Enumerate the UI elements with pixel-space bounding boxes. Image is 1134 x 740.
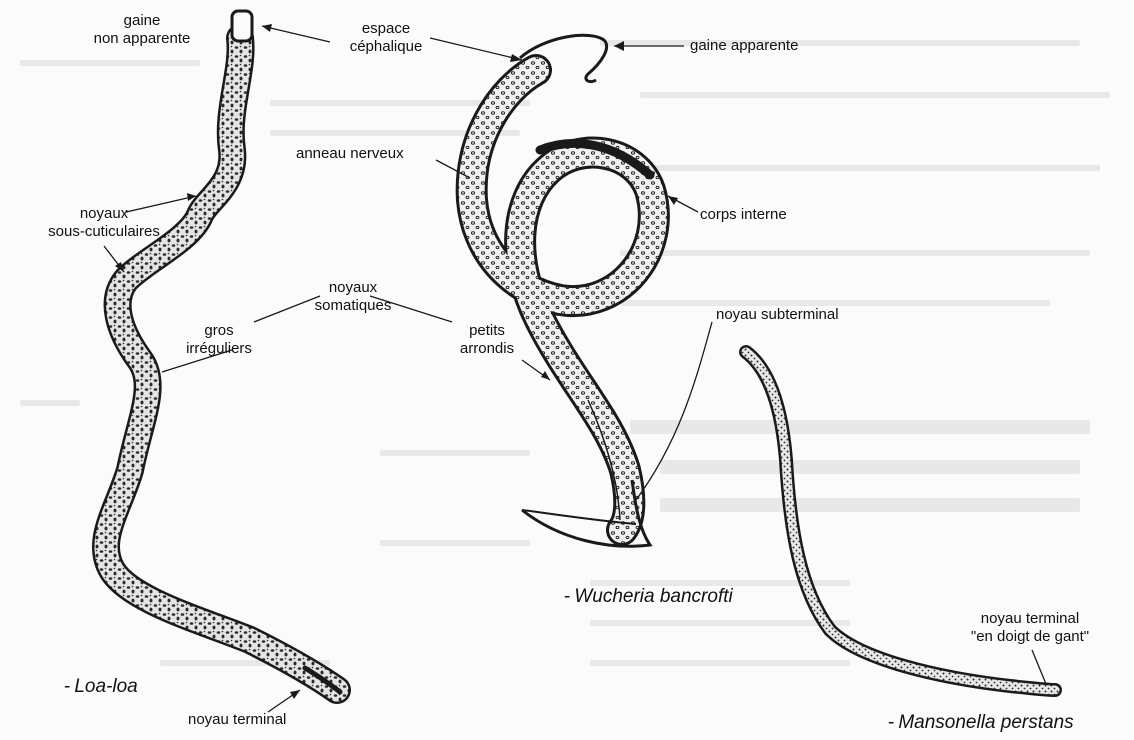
label-petits-arrondis: petits arrondis — [444, 322, 530, 358]
label-noyau-terminal-loa: noyau terminal — [188, 711, 286, 729]
label-noyaux-somatiques: noyaux somatiques — [298, 279, 408, 315]
leader-gaine-non-apparente — [262, 26, 330, 42]
label-gaine-apparente: gaine apparente — [690, 37, 798, 55]
label-gaine-non-apparente: gaine non apparente — [84, 12, 200, 48]
caption-wucheria-bancrofti: -Wucheria bancrofti — [564, 586, 733, 608]
label-noyau-subterminal: noyau subterminal — [716, 306, 839, 324]
label-noyaux-sous-cuticulaires: noyaux sous-cuticulaires — [48, 205, 160, 241]
label-anneau-nerveux: anneau nerveux — [296, 145, 404, 163]
leader-noyau-terminal-mansonella — [1032, 650, 1046, 684]
caption-loa-loa: -Loa-loa — [64, 676, 138, 698]
wucheria-worm — [472, 35, 654, 546]
leader-espace-cephalique — [430, 38, 522, 60]
leader-noyau-subterminal — [636, 322, 712, 500]
label-gros-irreguliers: gros irréguliers — [174, 322, 264, 358]
caption-mansonella-perstans: -Mansonella perstans — [888, 712, 1074, 734]
label-noyau-terminal-gant: noyau terminal "en doigt de gant" — [940, 610, 1120, 646]
label-espace-cephalique: espace céphalique — [336, 20, 436, 56]
label-corps-interne: corps interne — [700, 206, 787, 224]
loa-head — [232, 11, 252, 41]
